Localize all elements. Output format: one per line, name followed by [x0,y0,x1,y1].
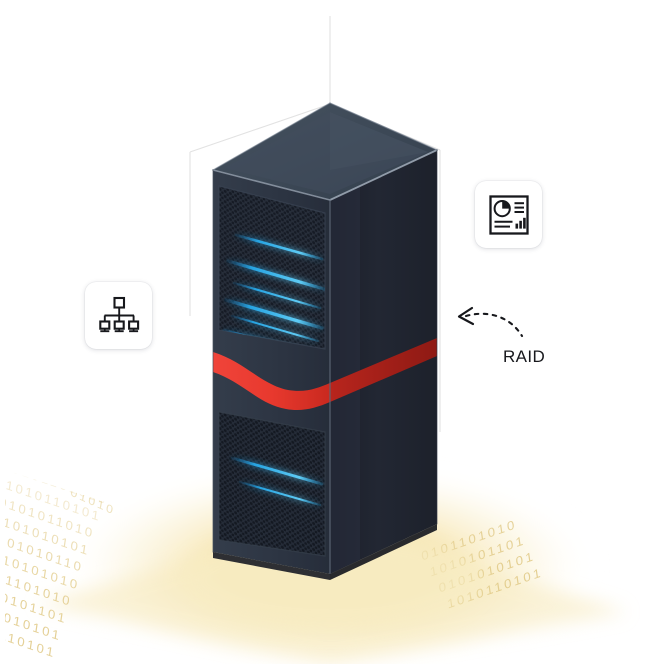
bar-chart-glyph [515,217,526,229]
analytics-report-icon-card[interactable] [475,181,542,248]
svg-text:1010: 1010 [104,416,142,444]
red-accent-stripe-front [213,352,330,411]
pie-chart-glyph [493,199,511,217]
upper-vent-panel [219,186,325,349]
network-topology-icon-card[interactable] [85,282,152,349]
analytics-report-icon [488,194,529,235]
svg-text:0101010: 0101010 [464,430,528,470]
raid-callout-arrow [457,306,524,338]
svg-text:0 1 0: 0 1 0 [111,402,151,431]
blue-light-streaks-lower [230,456,324,506]
svg-text:0101010: 0101010 [83,458,147,498]
svg-text:1010101: 1010101 [473,443,537,483]
svg-text:1010: 1010 [437,403,475,431]
svg-text:011010: 011010 [446,409,501,445]
svg-text:101010: 101010 [90,444,146,480]
lower-vent-panel [219,412,325,556]
text-lines-glyph [514,201,524,213]
network-topology-icon [98,296,139,332]
svg-text:101010: 101010 [455,421,511,457]
tower-edge-highlights [212,102,438,575]
red-accent-stripe-side [330,338,437,402]
server-tower [212,102,438,580]
text-lines-lower-glyph [494,220,512,228]
svg-text:011010: 011010 [97,430,152,466]
raid-label: RAID [503,347,546,366]
